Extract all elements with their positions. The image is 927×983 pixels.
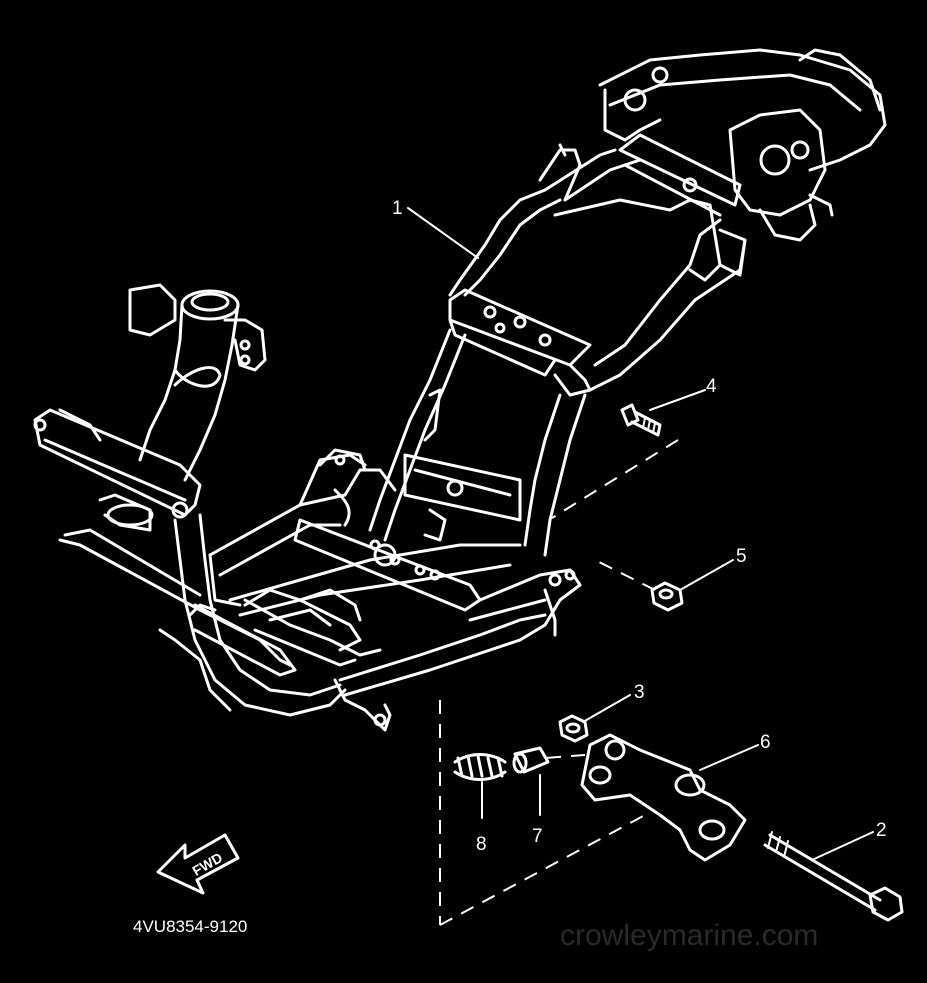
leader-lines bbox=[407, 207, 874, 861]
callout-8: 8 bbox=[476, 834, 487, 855]
callout-6: 6 bbox=[760, 732, 771, 753]
callout-1: 1 bbox=[392, 198, 403, 219]
forward-arrow-icon: FWD bbox=[156, 833, 240, 895]
callout-2: 2 bbox=[876, 820, 887, 841]
stand-bracket-part-6 bbox=[580, 733, 747, 862]
callout-4: 4 bbox=[706, 376, 717, 397]
spring-part-8 bbox=[453, 753, 507, 781]
callout-7: 7 bbox=[532, 826, 543, 847]
bolt-part-4 bbox=[620, 403, 662, 437]
long-bolt-part-2 bbox=[763, 831, 904, 922]
nut-part-5 bbox=[650, 581, 684, 612]
frame-assembly bbox=[33, 48, 887, 732]
nut-part-3 bbox=[558, 714, 589, 743]
alignment-lines bbox=[439, 439, 679, 926]
watermark: crowleymarine.com bbox=[560, 919, 818, 952]
callout-5: 5 bbox=[736, 546, 747, 567]
collar-part-7 bbox=[512, 746, 550, 774]
part-code: 4VU8354-9120 bbox=[133, 917, 247, 936]
callout-3: 3 bbox=[634, 682, 645, 703]
